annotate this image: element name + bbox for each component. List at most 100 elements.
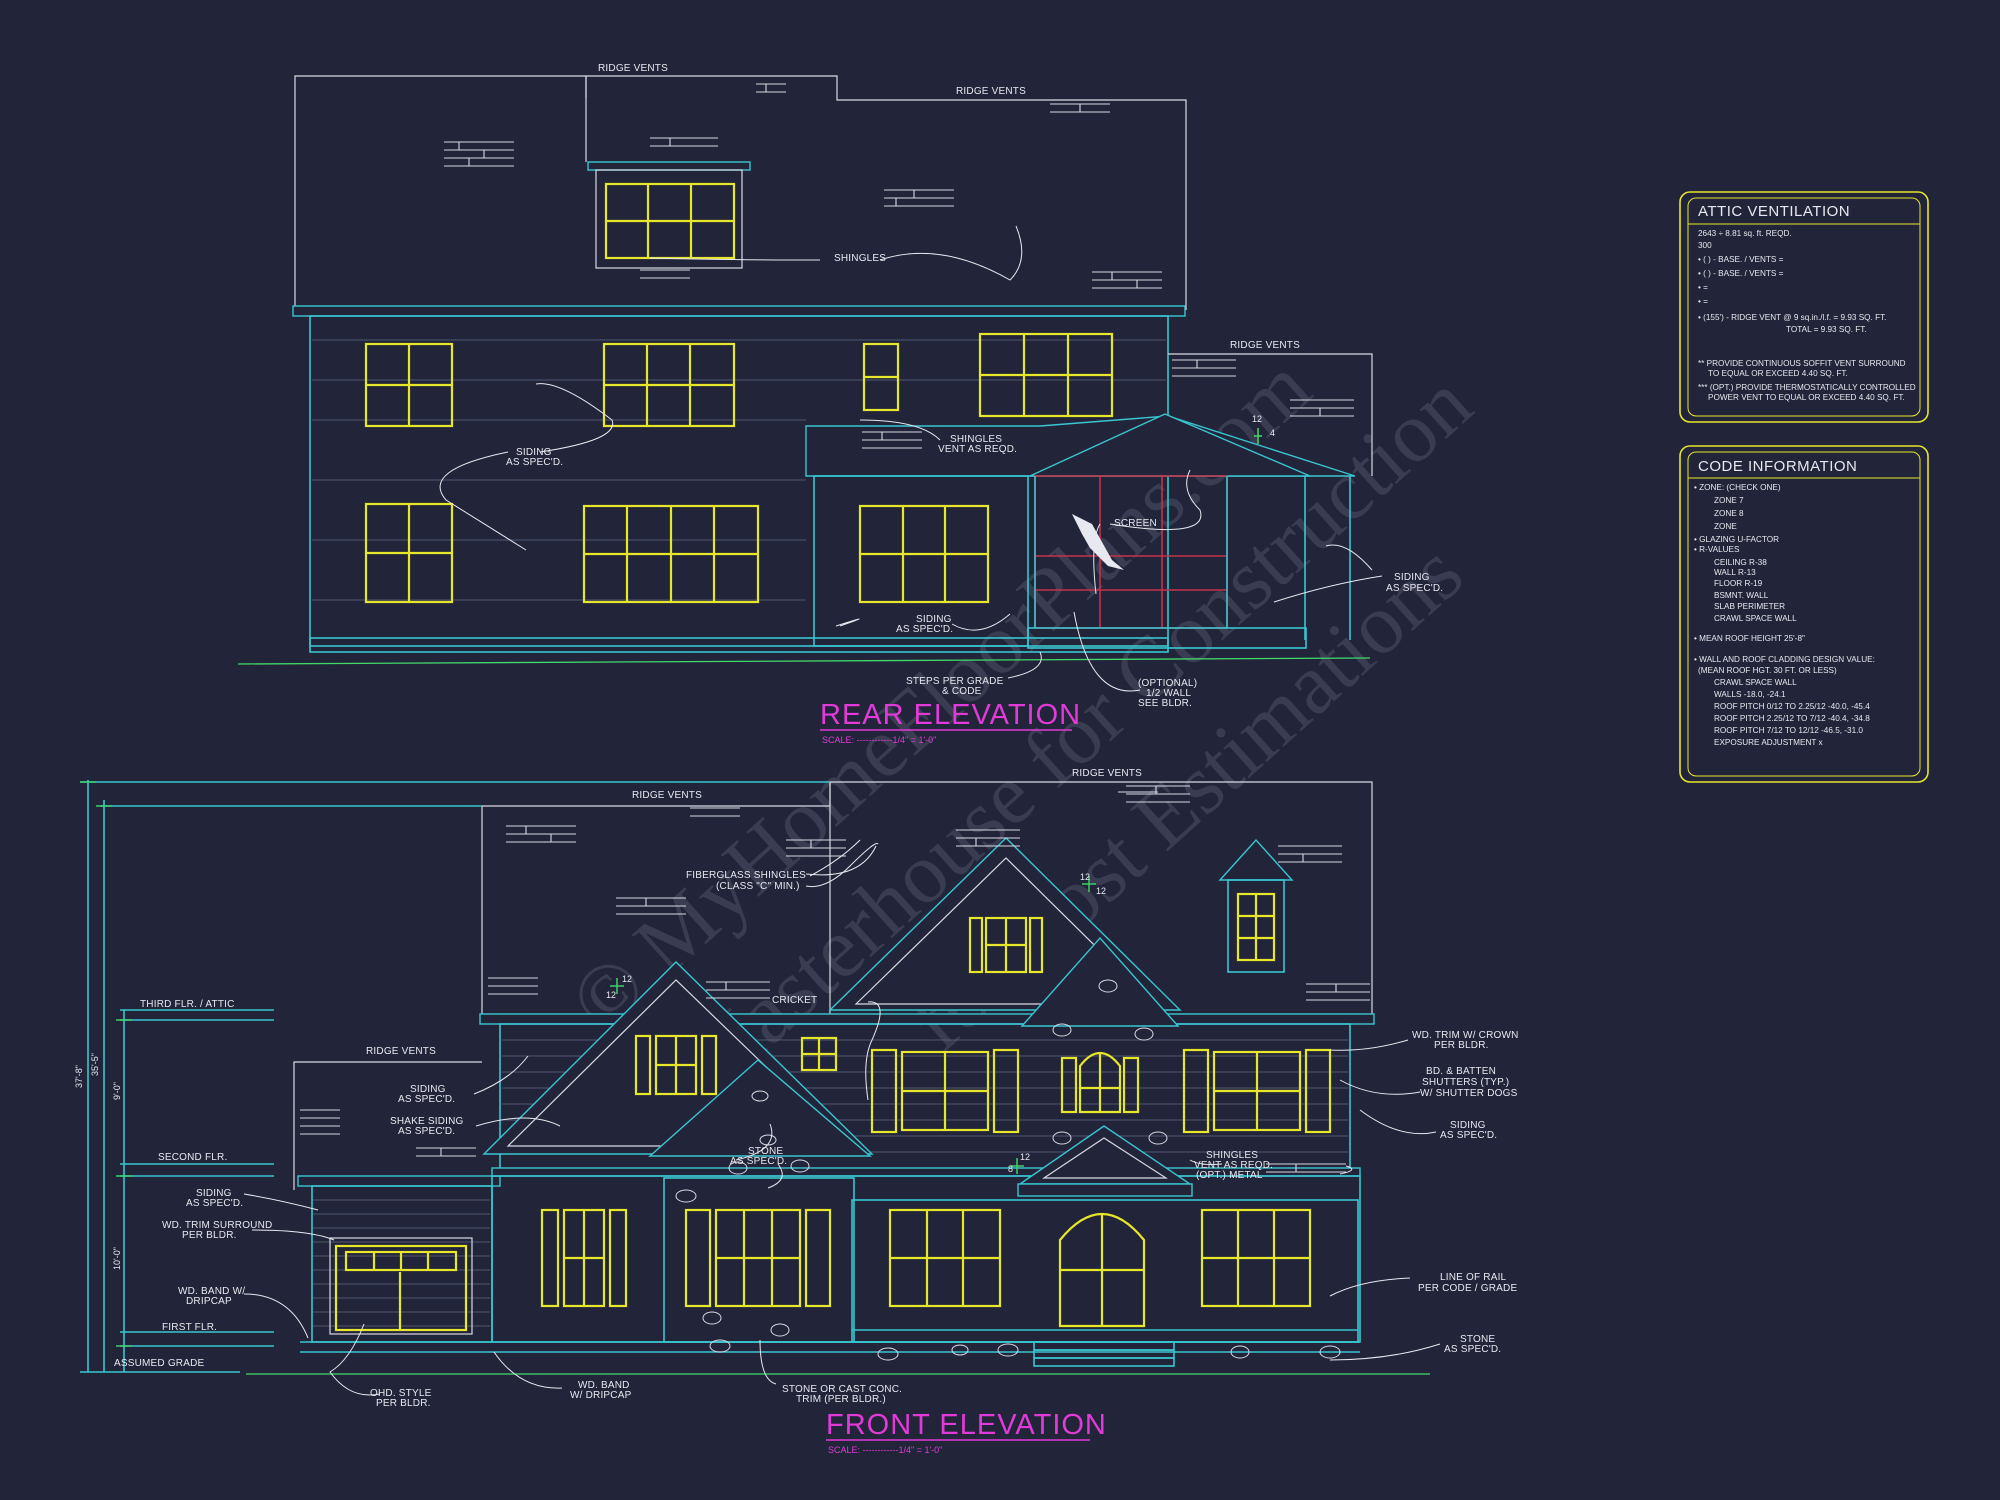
code-line-11: SLAB PERIMETER bbox=[1714, 602, 1785, 611]
code-line-16: CRAWL SPACE WALL bbox=[1714, 678, 1797, 687]
rear-shingle-symbols bbox=[444, 83, 1354, 449]
rear-windows bbox=[364, 182, 1114, 604]
front-wd-trim-crown-b: PER BLDR. bbox=[1434, 1040, 1489, 1051]
front-ridge-vents-label-3: RIDGE VENTS bbox=[366, 1046, 436, 1057]
attic-line-1: 2643 ÷ 8.81 sq. ft. REQD. bbox=[1698, 229, 1792, 238]
attic-line-11: *** (OPT.) PROVIDE THERMOSTATICALLY CONT… bbox=[1698, 383, 1916, 392]
rear-main-roof bbox=[294, 75, 1187, 310]
front-shingles-metal-c: (OPT.) METAL bbox=[1196, 1170, 1263, 1181]
front-stone-trim-label-a: STONE OR CAST CONC. bbox=[782, 1384, 902, 1395]
front-fiberglass-label-a: FIBERGLASS SHINGLES bbox=[686, 870, 806, 881]
rear-optional-label-a: (OPTIONAL) bbox=[1138, 678, 1197, 689]
front-ridge-vents-label-2: RIDGE VENTS bbox=[1072, 768, 1142, 779]
front-shutters-label-c: W/ SHUTTER DOGS bbox=[1420, 1088, 1518, 1099]
front-shingles-metal-b: VENT AS REQD. bbox=[1194, 1160, 1273, 1171]
code-line-9: FLOOR R-19 bbox=[1714, 579, 1763, 588]
rear-shingles-vent-label-a: SHINGLES bbox=[950, 434, 1002, 445]
rear-window-1 bbox=[364, 342, 454, 428]
rear-optional-label-b: 1/2 WALL bbox=[1146, 688, 1191, 699]
front-leaders bbox=[243, 839, 1441, 1396]
front-window-first-1 bbox=[540, 1208, 628, 1308]
front-wd-band-label-a: WD. BAND bbox=[578, 1380, 630, 1391]
code-line-20: ROOF PITCH 7/12 TO 12/12 -46.5, -31.0 bbox=[1714, 726, 1863, 735]
front-window-center-gable bbox=[968, 916, 1044, 974]
code-line-6: • R-VALUES bbox=[1694, 545, 1740, 554]
front-gable-porch bbox=[1017, 1125, 1193, 1185]
front-pitch-2-run: 12 bbox=[1096, 886, 1106, 896]
front-windows bbox=[329, 892, 1332, 1335]
front-shingle-symbols bbox=[300, 785, 1370, 1173]
attic-line-8: TOTAL = 9.93 SQ. FT. bbox=[1786, 325, 1867, 334]
front-ridge-vents-label-1: RIDGE VENTS bbox=[632, 790, 702, 801]
code-line-18: ROOF PITCH 0/12 TO 2.25/12 -40.0, -45.4 bbox=[1714, 702, 1870, 711]
front-shutters-label-b: SHUTTERS (TYP.) bbox=[1422, 1077, 1509, 1088]
front-siding-label-3b: AS SPEC'D. bbox=[1440, 1130, 1497, 1141]
rear-dormer-cap bbox=[587, 161, 751, 171]
front-shutters-label-a: BD. & BATTEN bbox=[1426, 1066, 1496, 1077]
front-entry-door bbox=[1058, 1213, 1146, 1328]
rear-elevation-title: REAR ELEVATION bbox=[820, 699, 1081, 731]
front-garage-eave bbox=[297, 1175, 501, 1187]
rear-screen-marker bbox=[1072, 514, 1124, 570]
rear-window-dormer bbox=[604, 182, 736, 260]
front-stone-trim-label-b: TRIM (PER BLDR.) bbox=[796, 1394, 886, 1405]
front-elevation: THIRD FLR. / ATTIC SECOND FLR. FIRST FLR… bbox=[74, 768, 1518, 1455]
code-line-14: • WALL AND ROOF CLADDING DESIGN VALUE: bbox=[1694, 655, 1875, 664]
front-wd-band-dripcap-a: WD. BAND W/ bbox=[178, 1286, 245, 1297]
front-wd-trim-surround-b: PER BLDR. bbox=[182, 1230, 237, 1241]
front-garage-door bbox=[329, 1237, 473, 1335]
attic-line-6: • = bbox=[1698, 297, 1708, 306]
level-second-floor: SECOND FLR. bbox=[158, 1152, 227, 1163]
code-line-12: CRAWL SPACE WALL bbox=[1714, 614, 1797, 623]
front-rail-label-a: LINE OF RAIL bbox=[1440, 1272, 1507, 1283]
rear-window-3 bbox=[862, 342, 900, 412]
front-gable-right bbox=[1020, 936, 1180, 1027]
front-stone-label-1b: AS SPEC'D. bbox=[730, 1156, 787, 1167]
code-line-19: ROOF PITCH 2.25/12 TO 7/12 -40.4, -34.8 bbox=[1714, 714, 1870, 723]
rear-eave bbox=[292, 305, 1186, 317]
dim-upper-floor: 9'-0" bbox=[112, 1082, 122, 1100]
attic-line-9: ** PROVIDE CONTINUOUS SOFFIT VENT SURROU… bbox=[1698, 359, 1906, 368]
front-ohd-label-a: OHD. STYLE bbox=[370, 1388, 432, 1399]
code-line-4: ZONE bbox=[1714, 522, 1737, 531]
front-pitch-3-run: 8 bbox=[1008, 1164, 1013, 1174]
front-cricket-label: CRICKET bbox=[772, 995, 817, 1006]
rear-siding-label-3b: AS SPEC'D. bbox=[1386, 583, 1443, 594]
code-line-8: WALL R-13 bbox=[1714, 568, 1756, 577]
rear-shingles-vent-label-b: VENT AS REQD. bbox=[938, 444, 1017, 455]
code-information-title: CODE INFORMATION bbox=[1698, 458, 1857, 475]
front-shingles-metal-a: SHINGLES bbox=[1206, 1150, 1258, 1161]
front-shake-label-b: AS SPEC'D. bbox=[398, 1126, 455, 1137]
rear-wall bbox=[309, 315, 1169, 647]
front-window-first-3 bbox=[1200, 1208, 1312, 1308]
level-third-floor: THIRD FLR. / ATTIC bbox=[140, 999, 235, 1010]
rear-window-4 bbox=[978, 332, 1114, 418]
front-siding-label-3a: SIDING bbox=[1450, 1120, 1486, 1131]
code-line-17: WALLS -18.0, -24.1 bbox=[1714, 690, 1786, 699]
front-elevation-scale: SCALE: ------------1/4" = 1'-0" bbox=[828, 1445, 942, 1455]
front-window-second-2 bbox=[1182, 1048, 1332, 1134]
code-line-1: • ZONE: (CHECK ONE) bbox=[1694, 483, 1781, 492]
code-information-panel: CODE INFORMATION • ZONE: (CHECK ONE) ZON… bbox=[1679, 445, 1929, 783]
level-first-floor: FIRST FLR. bbox=[162, 1322, 217, 1333]
code-line-3: ZONE 8 bbox=[1714, 509, 1744, 518]
code-line-5: • GLAZING U-FACTOR bbox=[1694, 535, 1779, 544]
front-elevation-title: FRONT ELEVATION bbox=[826, 1409, 1107, 1441]
rear-foundation bbox=[309, 637, 1169, 653]
level-assumed-grade: ASSUMED GRADE bbox=[114, 1358, 205, 1369]
rear-window-2 bbox=[602, 342, 736, 428]
front-shake-label-a: SHAKE SIDING bbox=[390, 1116, 464, 1127]
attic-line-2: 300 bbox=[1698, 241, 1712, 250]
attic-line-12: POWER VENT TO EQUAL OR EXCEED 4.40 SQ. F… bbox=[1708, 393, 1905, 402]
front-siding-label-2b: AS SPEC'D. bbox=[186, 1198, 243, 1209]
front-window-dormer bbox=[1236, 892, 1276, 962]
front-upper-eave bbox=[479, 1013, 1375, 1025]
rear-shingles-label: SHINGLES bbox=[834, 253, 886, 264]
front-stone-pattern bbox=[675, 979, 1341, 1361]
rear-window-6 bbox=[582, 504, 760, 604]
rear-siding-label-2b: AS SPEC'D. bbox=[896, 624, 953, 635]
front-window-first-stone bbox=[684, 1208, 832, 1308]
rear-window-7 bbox=[858, 504, 990, 604]
attic-line-5: • = bbox=[1698, 283, 1708, 292]
